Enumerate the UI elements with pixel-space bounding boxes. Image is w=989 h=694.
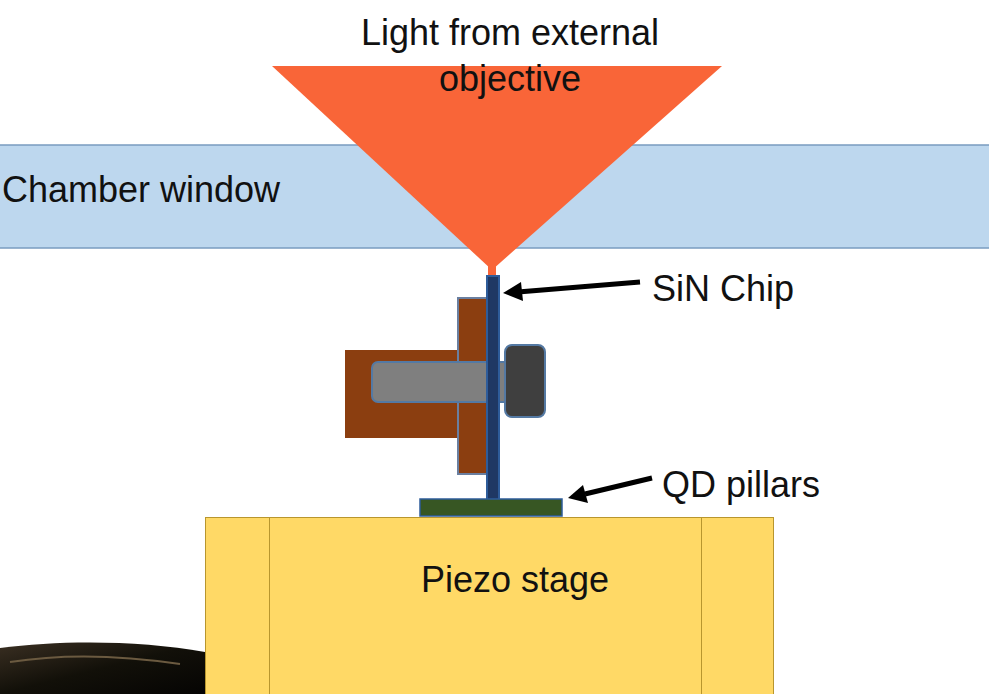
leader-line bbox=[585, 478, 652, 494]
sin-chip bbox=[487, 276, 499, 500]
nut bbox=[505, 345, 545, 417]
light-beam bbox=[488, 248, 496, 278]
part-label: SiN Chip bbox=[652, 266, 872, 312]
leader-line bbox=[518, 282, 640, 292]
light-label: Light from external objective bbox=[300, 10, 720, 102]
stage-divider bbox=[701, 518, 702, 694]
arrowhead bbox=[568, 485, 588, 503]
node-label: Piezo stage bbox=[421, 558, 773, 602]
qd-pillars bbox=[420, 499, 562, 516]
photo-fragment bbox=[0, 642, 205, 694]
part-label: QD pillars bbox=[662, 462, 902, 508]
stage-box: Piezo stage bbox=[205, 517, 774, 694]
window-band: Chamber window bbox=[0, 146, 989, 247]
node-label: Chamber window bbox=[2, 168, 989, 212]
arrowhead bbox=[503, 282, 523, 301]
photo-highlight bbox=[10, 657, 180, 664]
stage-divider bbox=[269, 518, 270, 694]
